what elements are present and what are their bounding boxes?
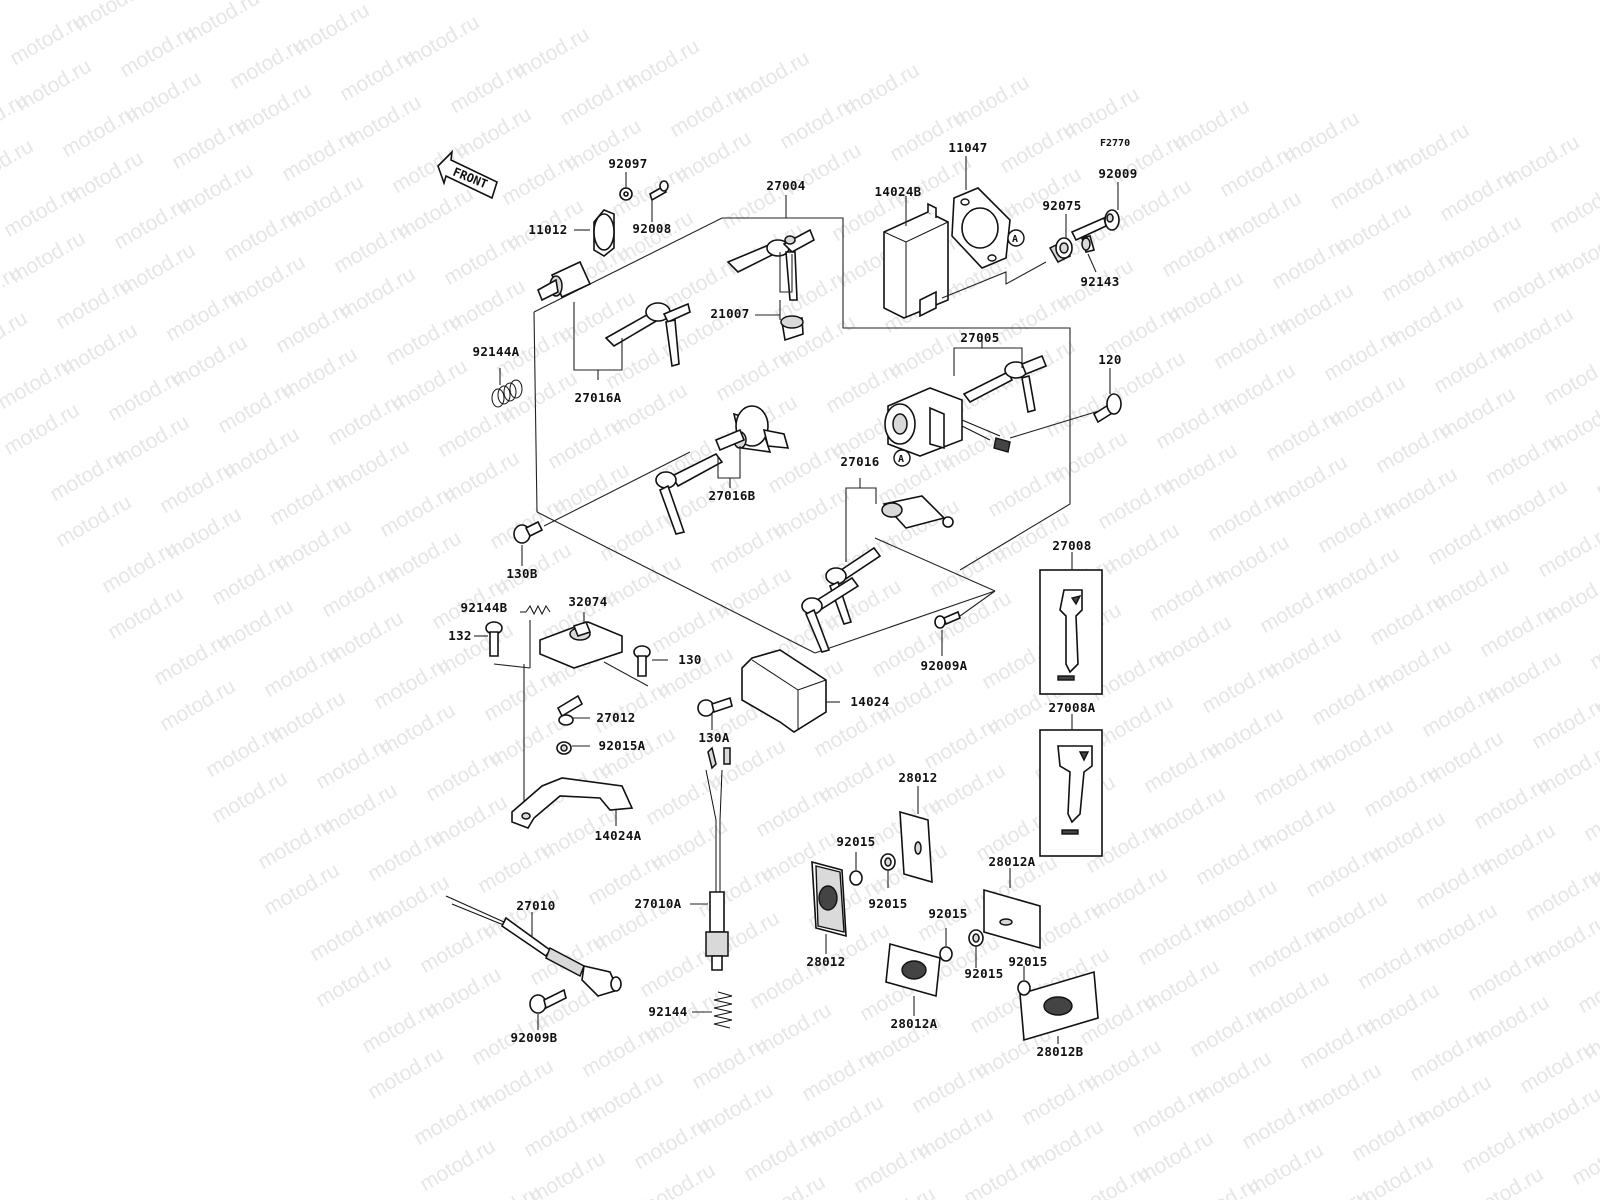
callout-130a: 130A [698, 730, 729, 745]
callout-120: 120 [1098, 352, 1121, 367]
callout-14024b: 14024B [875, 184, 922, 199]
part-28012a-plate-icon [983, 888, 1041, 950]
part-92144-spring-icon [713, 991, 733, 1029]
part-27016-keys-icon [801, 546, 882, 653]
callout-27008a: 27008A [1049, 700, 1096, 715]
part-14024-cover-icon [741, 649, 827, 733]
callout-32074: 32074 [568, 594, 607, 609]
callout-14024: 14024 [850, 694, 889, 709]
part-27016b-lock-icon [732, 405, 790, 453]
callout-92144: 92144 [648, 1004, 687, 1019]
callout-92015: 92015 [928, 906, 967, 921]
callout-92015: 92015 [836, 834, 875, 849]
part-28012-plate-icon [899, 810, 933, 884]
part-14024b-cover-icon [883, 202, 949, 319]
part-92144a-spring-icon [491, 379, 523, 408]
callout-21007: 21007 [710, 306, 749, 321]
figure-code: F2770 [1100, 138, 1130, 149]
part-92008-screw-icon [649, 180, 669, 202]
callout-11047: 11047 [948, 140, 987, 155]
part-21007-cap-icon [780, 315, 804, 342]
part-132-bolt-icon [485, 621, 503, 657]
callout-92009: 92009 [1098, 166, 1137, 181]
part-92009a-screw-icon [934, 610, 961, 629]
part-92075-grommet-icon [1048, 237, 1073, 263]
callout-28012a: 28012A [891, 1016, 938, 1031]
part-92015a-nut-icon [556, 741, 572, 755]
callout-11012: 11012 [528, 222, 567, 237]
callout-27012: 27012 [596, 710, 635, 725]
callout-92143: 92143 [1080, 274, 1119, 289]
callout-labels: 11047 14024B 92009 92075 92143 92097 92008 1101… [448, 140, 1137, 1059]
part-27016-lock-icon [881, 495, 954, 529]
callout-92075: 92075 [1042, 198, 1081, 213]
part-27005-keys-icon [962, 354, 1048, 414]
callout-92144a: 92144A [473, 344, 520, 359]
callout-92097: 92097 [608, 156, 647, 171]
part-27010-switch-icon [445, 895, 622, 997]
ref-marker-a: A [1012, 234, 1018, 245]
callout-27008: 27008 [1052, 538, 1091, 553]
callout-27005: 27005 [960, 330, 999, 345]
callout-132: 132 [448, 628, 471, 643]
callout-28012: 28012 [806, 954, 845, 969]
callout-27010a: 27010A [635, 896, 682, 911]
part-32074-bracket-icon [539, 621, 623, 669]
part-27016a-keys-icon [604, 302, 691, 368]
callout-28012: 28012 [898, 770, 937, 785]
callout-27010: 27010 [516, 898, 555, 913]
part-120-bolt-icon [1092, 393, 1122, 424]
part-11012-plate-icon [593, 209, 615, 257]
part-92015-nut-icon [849, 853, 1031, 996]
callout-92009a: 92009A [921, 658, 968, 673]
front-arrow-icon: FRONT [437, 149, 498, 200]
callout-14024a: 14024A [595, 828, 642, 843]
part-92144b-spring-icon [525, 604, 551, 616]
part-92009-bolt-icon [1070, 209, 1120, 242]
callout-27016b: 27016B [709, 488, 756, 503]
part-27012-washer-icon [556, 694, 584, 726]
part-130-bolt-icon [633, 645, 651, 677]
ref-marker-a-icon [893, 449, 911, 467]
callout-92015: 92015 [1008, 954, 1047, 969]
part-27008-key-card-icon [1039, 569, 1103, 695]
callout-130: 130 [678, 652, 701, 667]
ref-marker-a: A [898, 454, 904, 465]
part-27008a-key-card-icon [1039, 729, 1103, 857]
callout-92008: 92008 [632, 221, 671, 236]
part-27016a-lock-icon [536, 260, 592, 302]
part-28012a-reflector-icon [885, 942, 941, 998]
callout-92015a: 92015A [599, 738, 646, 753]
callout-130b: 130B [506, 566, 537, 581]
callout-92144b: 92144B [461, 600, 508, 615]
callout-27016a: 27016A [575, 390, 622, 405]
callout-28012b: 28012B [1037, 1044, 1084, 1059]
callout-27016: 27016 [840, 454, 879, 469]
part-27005-ignition-switch-icon [884, 387, 1011, 457]
part-92143-collar-icon [1081, 235, 1095, 253]
part-27016b-keys-icon [655, 428, 746, 535]
callout-28012a: 28012A [989, 854, 1036, 869]
part-27010a-switch-icon [705, 746, 731, 971]
callout-92009b: 92009B [511, 1030, 558, 1045]
callout-27004: 27004 [766, 178, 805, 193]
callout-92015: 92015 [868, 896, 907, 911]
part-130b-bolt-icon [513, 520, 544, 544]
part-28012-reflector-icon [811, 860, 847, 938]
ref-marker-a-icon [1007, 229, 1025, 247]
callout-92015: 92015 [964, 966, 1003, 981]
part-14024a-bracket-icon [511, 777, 634, 829]
part-92009b-screw-icon [529, 988, 567, 1014]
part-11047-gasket-icon [951, 187, 1011, 269]
part-28012b-reflector-icon [1019, 970, 1099, 1042]
part-130a-bolt-icon [697, 696, 733, 717]
part-21007-keys-icon [726, 228, 816, 301]
